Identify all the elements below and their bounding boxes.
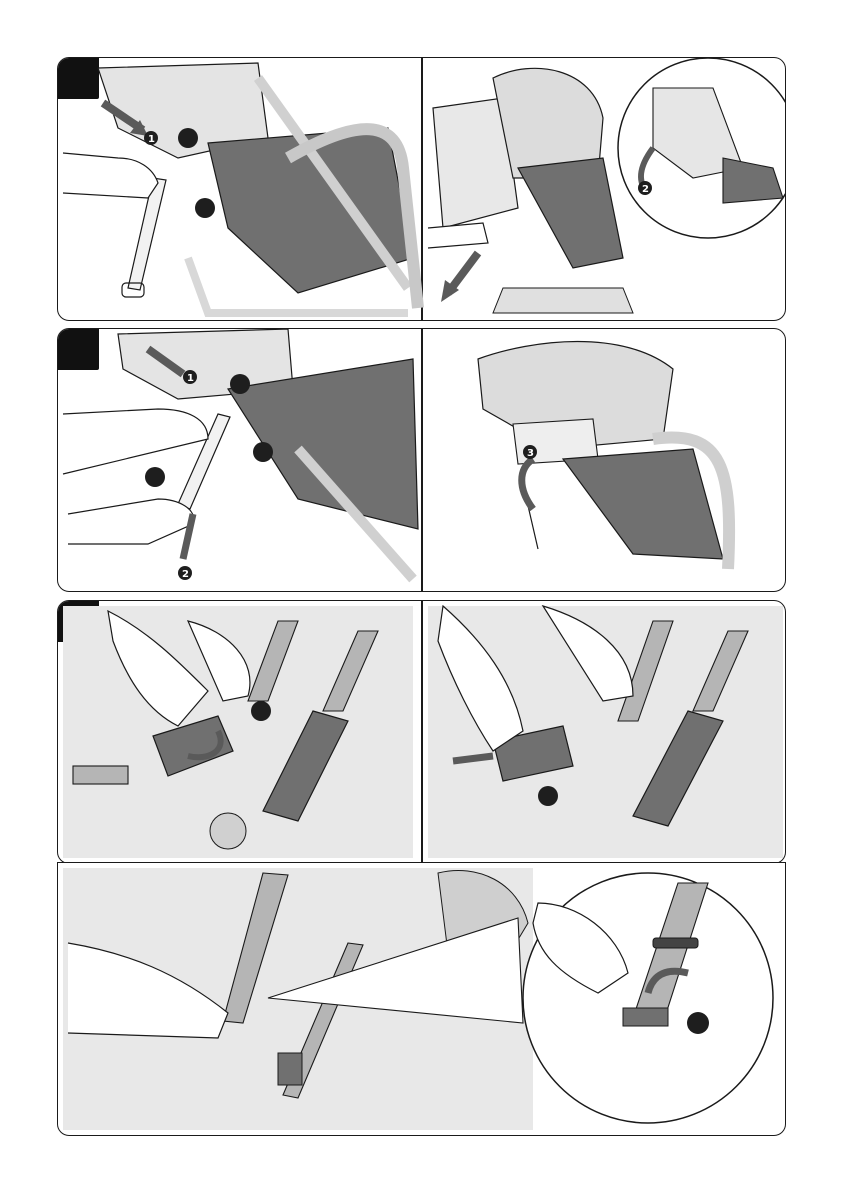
callout-dot-icon bbox=[251, 701, 271, 721]
arrow-icon bbox=[453, 756, 493, 761]
callout-dot-icon bbox=[687, 1012, 709, 1034]
step-panel-1: 1 2 bbox=[57, 57, 786, 321]
callout-dot-icon bbox=[145, 467, 165, 487]
step-panel-2: 1 2 3 bbox=[57, 328, 786, 592]
marker-1-label: 1 bbox=[148, 134, 155, 145]
callout-dot-icon bbox=[253, 442, 273, 462]
illustration-remove-shoulder-pads bbox=[58, 601, 785, 863]
illustration-remove-strap-clip bbox=[58, 863, 785, 1135]
step-panel-3 bbox=[57, 600, 786, 864]
callout-dot-icon bbox=[538, 786, 558, 806]
illustration-remove-cover-b: 1 2 3 bbox=[58, 329, 785, 591]
marker-2-label: 2 bbox=[642, 184, 649, 195]
marker-1-label: 1 bbox=[187, 373, 194, 384]
callout-dot-icon bbox=[230, 374, 250, 394]
marker-3-label: 3 bbox=[527, 448, 534, 459]
callout-dot-icon bbox=[195, 198, 215, 218]
step-panel-4 bbox=[57, 862, 786, 1136]
illustration-remove-cover-a: 1 2 bbox=[58, 58, 785, 320]
callout-dot-icon bbox=[178, 128, 198, 148]
marker-2-label: 2 bbox=[182, 569, 189, 580]
